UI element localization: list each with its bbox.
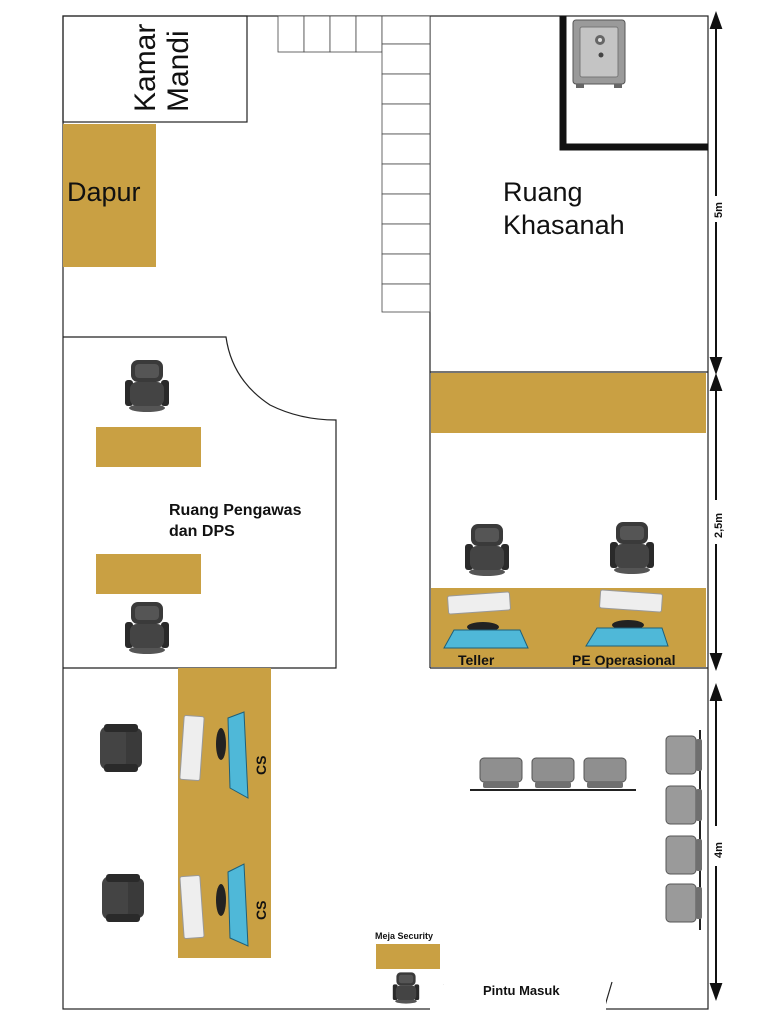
chair-teller: [465, 524, 509, 576]
dimension-5m: 5m: [713, 202, 725, 218]
khasanah-label-line1: Ruang: [503, 177, 583, 207]
teller-monitor-icon: [443, 622, 529, 649]
cs-keyboard-top: [179, 715, 205, 781]
meja-security-label: Meja Security: [375, 931, 433, 941]
chair-cs-bottom: [102, 874, 144, 922]
pe-operasional-label: PE Operasional: [572, 652, 675, 668]
khasanah-label-line2: Khasanah: [503, 210, 625, 240]
chair-pe: [610, 522, 654, 574]
pengawas-label-line2: dan DPS: [169, 523, 235, 540]
pengawas-label-line1: Ruang Pengawas: [169, 502, 302, 519]
teller-label: Teller: [458, 652, 495, 668]
dapur-counter: [63, 124, 156, 267]
stairs: [277, 15, 431, 313]
cs-keyboard-bottom: [179, 875, 205, 939]
waiting-bench-horizontal: [470, 757, 636, 791]
pengawas-desk-bottom: [96, 554, 201, 594]
kamar-mandi-label: Kamar Mandi: [129, 24, 195, 112]
pe-keyboard: [599, 589, 663, 613]
pe-monitor-icon: [585, 620, 669, 647]
vault-wall: [559, 16, 708, 151]
svg-text:Kamar: Kamar: [129, 24, 162, 112]
cs-monitor-bottom-icon: [216, 863, 249, 947]
dimension-arrows: [709, 11, 723, 1001]
dimension-2-5m: 2,5m: [713, 513, 725, 538]
cs-label-bottom: CS: [253, 901, 269, 920]
khasanah-counter: [431, 373, 706, 433]
chair-security: [392, 972, 420, 1004]
entrance-gap: [430, 985, 606, 1011]
chair-cs-top: [100, 724, 142, 772]
pengawas-desk-top: [96, 427, 201, 467]
teller-keyboard: [447, 591, 511, 615]
chair-pengawas-top: [125, 360, 169, 412]
cs-monitor-top-icon: [216, 711, 249, 799]
dapur-label: Dapur: [67, 177, 141, 207]
svg-text:Mandi: Mandi: [162, 30, 195, 112]
dimension-4m: 4m: [713, 842, 725, 858]
safe-icon: [572, 19, 626, 88]
security-desk: [376, 944, 440, 969]
chair-pengawas-bottom: [125, 602, 169, 654]
pintu-masuk-label: Pintu Masuk: [483, 983, 560, 998]
waiting-bench-vertical: [665, 730, 703, 930]
cs-label-top: CS: [253, 756, 269, 775]
